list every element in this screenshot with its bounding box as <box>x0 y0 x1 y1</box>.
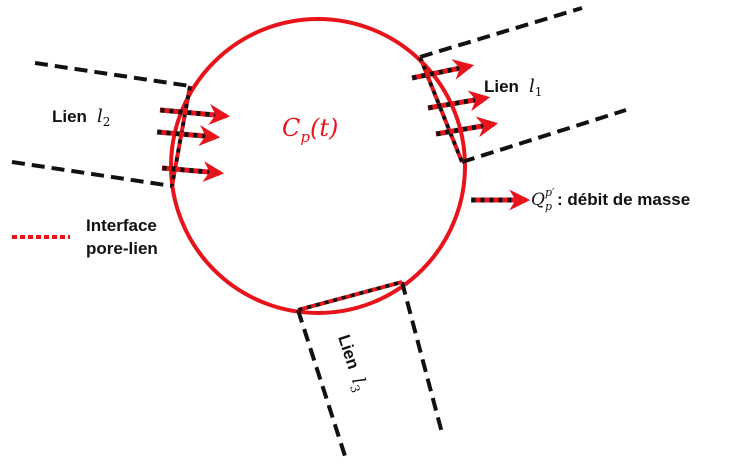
pore-circle <box>169 17 467 315</box>
mass-flow-label: : débit de masse <box>557 190 690 209</box>
flux-arrows-l2 <box>156 104 231 183</box>
link-l3-label: Lienl3 <box>331 332 371 395</box>
legend-interface-line2: pore-lien <box>86 239 158 258</box>
link-l2-upper-wall <box>34 61 191 88</box>
flux-arrows-l1 <box>411 59 499 138</box>
legend-interface-line1: Interface <box>86 216 157 235</box>
mass-flow-symbol: Qpp′ <box>531 186 555 213</box>
link-l1-lower-wall <box>461 108 627 164</box>
pore-concentration-label: Cp(t) <box>282 114 338 146</box>
link-l3-left-wall <box>296 309 347 457</box>
link-l1-upper-wall <box>419 6 583 59</box>
link-l3-right-wall <box>400 281 444 434</box>
link-l2-lower-wall <box>11 160 173 188</box>
